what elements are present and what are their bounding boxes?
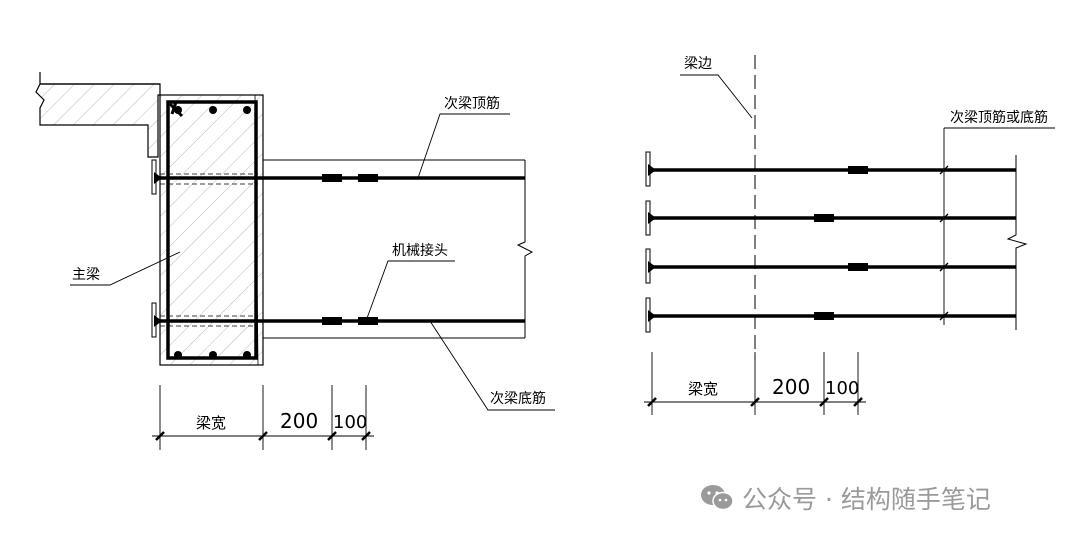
left-detail: 次梁顶筋 主梁 机械接头 次梁底筋 梁宽 200 100	[35, 72, 555, 450]
rebar-dot	[243, 106, 251, 114]
bar-row	[645, 297, 1016, 333]
bar-row	[645, 200, 1016, 236]
dim-beam-width: 梁宽	[196, 414, 226, 432]
watermark-text: 公众号 · 结构随手笔记	[742, 485, 991, 514]
dim-200: 200	[280, 409, 318, 433]
rebar-dot	[243, 351, 251, 359]
coupler	[814, 312, 834, 320]
label-secondary-bottom-bar: 次梁底筋	[490, 390, 546, 407]
coupler	[358, 174, 378, 182]
label-secondary-top-or-bottom: 次梁顶筋或底筋	[950, 109, 1048, 126]
label-mechanical-joint: 机械接头	[392, 242, 448, 259]
rebar-dot	[209, 351, 217, 359]
dim-200: 200	[772, 375, 810, 399]
coupler	[322, 174, 342, 182]
dim-100: 100	[333, 412, 367, 433]
coupler	[814, 214, 834, 222]
coupler	[358, 317, 378, 325]
bar-row	[645, 248, 1016, 284]
label-beam-edge: 梁边	[684, 56, 712, 72]
dim-beam-width: 梁宽	[688, 380, 718, 398]
label-main-beam: 主梁	[72, 267, 100, 283]
rebar-dot	[174, 106, 182, 114]
rebar-dot	[209, 106, 217, 114]
coupler	[322, 317, 342, 325]
right-dimension: 梁宽 200 100	[644, 352, 866, 415]
left-dimension: 梁宽 200 100	[152, 385, 374, 450]
coupler	[848, 166, 868, 174]
right-detail: 梁边	[644, 55, 1055, 415]
wechat-icon	[701, 485, 734, 511]
dim-100: 100	[825, 378, 859, 399]
watermark: 公众号 · 结构随手笔记	[700, 478, 991, 518]
rebar-dot	[174, 351, 182, 359]
slab	[35, 72, 161, 158]
coupler	[848, 263, 868, 271]
bar-row	[645, 151, 1016, 187]
main-beam-section	[159, 94, 264, 366]
label-secondary-top-bar: 次梁顶筋	[444, 95, 500, 112]
